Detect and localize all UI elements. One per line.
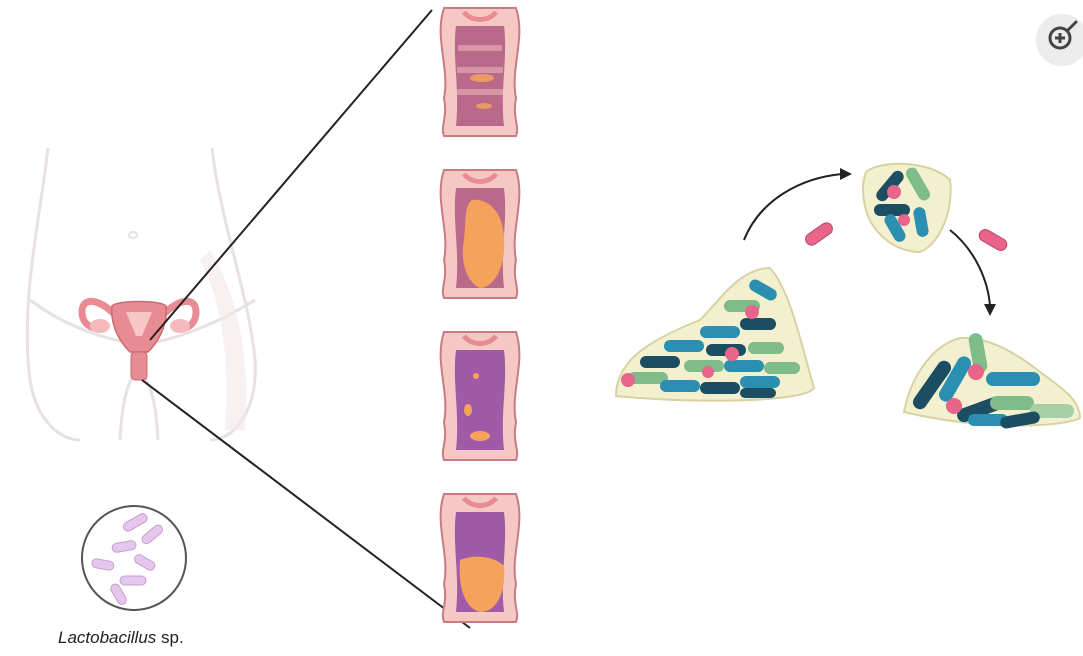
- vaginal-canal: [131, 352, 147, 380]
- lactobacillus-caption: Lactobacillus sp.: [58, 628, 184, 648]
- reproductive-organs: [82, 301, 196, 380]
- zoom-button[interactable]: [1036, 14, 1083, 66]
- vaginal-section-1: [441, 8, 520, 136]
- biofilm-dispersal: [863, 164, 951, 252]
- biofilm-recolonization: [904, 332, 1080, 429]
- ovary-left: [90, 319, 110, 333]
- vaginal-section-4: [441, 494, 520, 622]
- ovary-right: [170, 319, 190, 333]
- caption-suffix: sp.: [156, 628, 183, 647]
- vaginal-section-2: [441, 170, 520, 298]
- zoom-in-icon: [1036, 14, 1083, 66]
- vaginal-section-3: [441, 332, 520, 460]
- caption-genus: Lactobacillus: [58, 628, 156, 647]
- biofilm-mature: [616, 268, 814, 401]
- lactobacillus-illustration: [82, 506, 186, 610]
